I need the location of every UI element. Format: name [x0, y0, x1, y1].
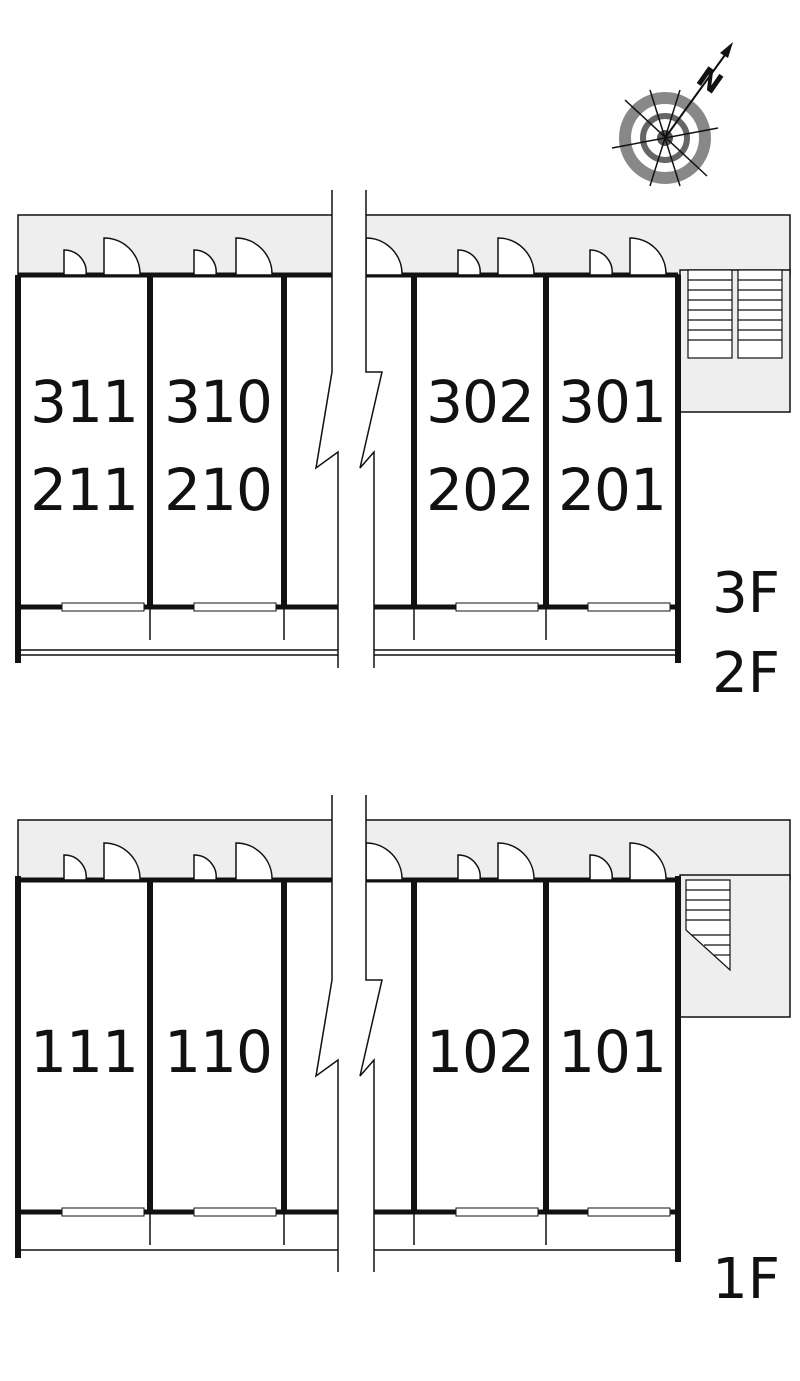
- unit-label: 210: [164, 456, 272, 524]
- unit-label: 202: [426, 456, 534, 524]
- upper-stairs-icon: [687, 269, 783, 359]
- lower-stairs-icon: [685, 879, 731, 972]
- floor-label-1f: 1F: [712, 1247, 780, 1312]
- unit-label: 211: [30, 456, 138, 524]
- unit-label: 310: [164, 368, 272, 436]
- floor-label-2f: 2F: [712, 641, 780, 706]
- unit-label: 101: [558, 1018, 666, 1086]
- unit-label: 301: [558, 368, 666, 436]
- upper-floor-plan: 311 310 302 301 211 210 202 201 3F 2F: [15, 190, 791, 706]
- lower-floor-plan: 111 110 102 101 1F: [15, 795, 791, 1312]
- unit-label: 302: [426, 368, 534, 436]
- unit-label: 311: [30, 368, 138, 436]
- unit-label: 111: [30, 1018, 138, 1086]
- compass-rose-icon: N: [611, 42, 733, 187]
- floor-label-3f: 3F: [712, 561, 780, 626]
- lower-doors: [63, 842, 667, 881]
- unit-label: 201: [558, 456, 666, 524]
- upper-doors: [63, 237, 667, 276]
- unit-label: 102: [426, 1018, 534, 1086]
- unit-label: 110: [164, 1018, 272, 1086]
